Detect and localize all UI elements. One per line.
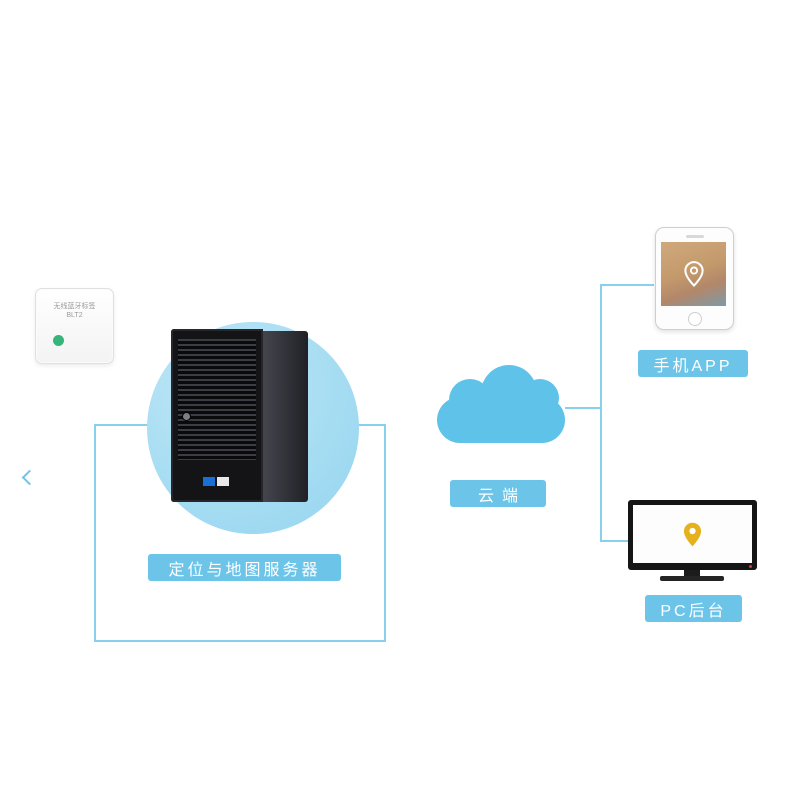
pc-monitor bbox=[628, 500, 757, 570]
ble-beacon-device: 无线蓝牙标签 BLT2 bbox=[35, 288, 114, 364]
map-pin-icon bbox=[683, 261, 704, 287]
beacon-label-line1: 无线蓝牙标签 bbox=[53, 303, 96, 310]
monitor-screen bbox=[633, 505, 752, 563]
beacon-label-line2: BLT2 bbox=[66, 312, 83, 319]
server-label-text: 定位与地图服务器 bbox=[168, 561, 321, 579]
pc-label: PC后台 bbox=[645, 595, 742, 622]
connector-line bbox=[356, 424, 386, 426]
server-tower bbox=[171, 329, 308, 502]
server-label: 定位与地图服务器 bbox=[148, 554, 341, 581]
phone-label-text: 手机APP bbox=[653, 357, 733, 375]
monitor-stand-base bbox=[660, 576, 724, 581]
phone-home-button bbox=[687, 312, 702, 326]
cloud-label-text: 云端 bbox=[477, 487, 526, 505]
connector-line bbox=[94, 424, 152, 426]
beacon-led-indicator bbox=[53, 335, 64, 346]
cloud-shape bbox=[521, 379, 559, 417]
beacon-label: 无线蓝牙标签 BLT2 bbox=[36, 302, 113, 320]
phone-map-screen bbox=[661, 242, 726, 306]
server-front-panel bbox=[171, 329, 263, 502]
arrow-left-icon bbox=[21, 469, 38, 486]
monitor-power-led bbox=[749, 565, 752, 568]
cloud-icon bbox=[437, 363, 565, 443]
connector-line bbox=[600, 284, 602, 542]
connector-line bbox=[384, 424, 386, 642]
server-intel-badge bbox=[203, 477, 215, 486]
server-lock-icon bbox=[183, 413, 190, 420]
connector-line bbox=[600, 284, 654, 286]
phone-speaker bbox=[685, 235, 704, 238]
pc-label-text: PC后台 bbox=[660, 602, 727, 620]
connector-line bbox=[94, 424, 96, 642]
map-pin-yellow-icon bbox=[683, 522, 702, 546]
smartphone-device bbox=[655, 227, 734, 330]
server-side-panel bbox=[263, 331, 308, 502]
connector-line bbox=[600, 540, 630, 542]
server-vents bbox=[178, 339, 256, 460]
connector-line bbox=[565, 407, 602, 409]
monitor-stand-neck bbox=[684, 570, 700, 576]
phone-label: 手机APP bbox=[638, 350, 748, 377]
cloud-label: 云端 bbox=[450, 480, 546, 507]
cloud-shape bbox=[449, 379, 491, 421]
connector-line bbox=[94, 640, 386, 642]
